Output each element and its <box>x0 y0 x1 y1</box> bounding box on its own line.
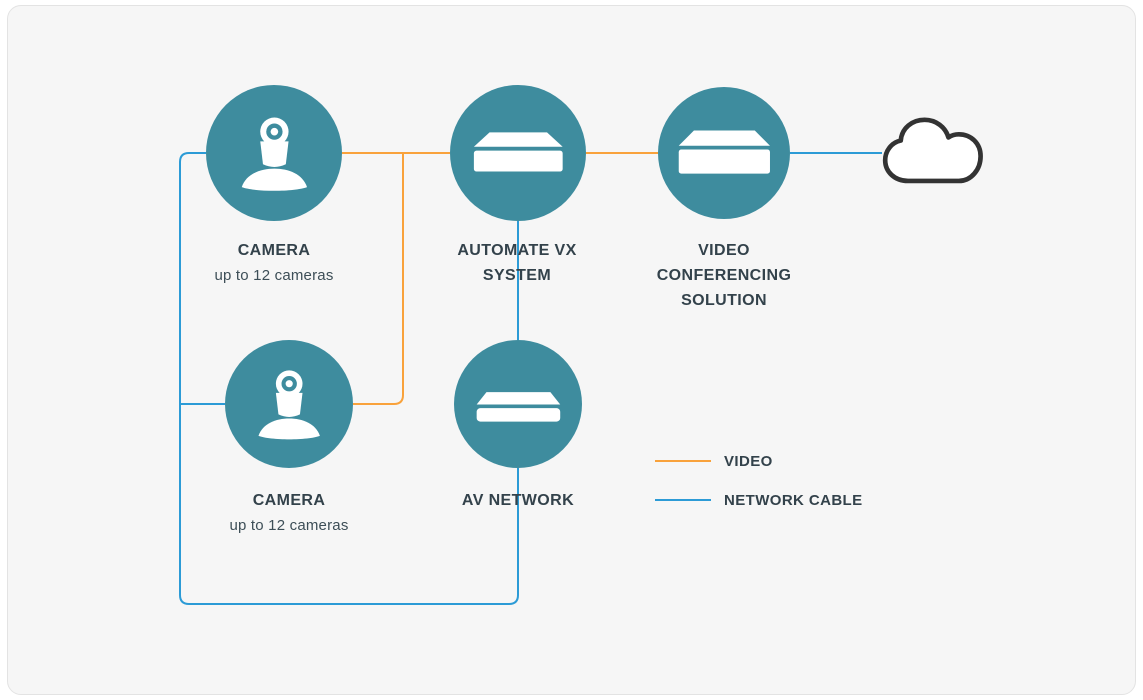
node-automate-vx <box>450 85 586 221</box>
node-av-network <box>454 340 582 468</box>
node-camera-2-label-block: CAMERA up to 12 cameras <box>179 488 399 538</box>
network-switch-icon <box>476 391 560 422</box>
legend-video-line-swatch <box>655 460 711 462</box>
legend-video-label: VIDEO <box>724 452 773 470</box>
legend-row-video: VIDEO <box>655 449 863 473</box>
node-automate-vx-label-block: AUTOMATE VX SYSTEM <box>442 238 592 288</box>
cloud-outline <box>882 117 983 184</box>
node-video-conferencing-label-block: VIDEO CONFERENCING SOLUTION <box>649 238 799 313</box>
node-video-conferencing-label: VIDEO CONFERENCING SOLUTION <box>656 242 792 309</box>
node-camera-2 <box>225 340 353 468</box>
node-camera-1-label-block: CAMERA up to 12 cameras <box>164 238 384 288</box>
legend-row-network-cable: NETWORK CABLE <box>655 488 863 512</box>
av-processor-box-icon <box>473 132 563 172</box>
legend-network-cable-label: NETWORK CABLE <box>724 491 863 509</box>
node-av-network-label: AV NETWORK <box>461 492 575 509</box>
codec-box-icon <box>678 130 770 174</box>
legend: VIDEO NETWORK CABLE <box>655 449 863 527</box>
legend-network-cable-line-swatch <box>655 499 711 501</box>
node-camera-2-label: CAMERA <box>252 492 326 509</box>
node-av-network-label-block: AV NETWORK <box>408 488 628 513</box>
node-camera-1-label: CAMERA <box>237 242 311 259</box>
ptz-camera-icon <box>241 117 307 191</box>
node-video-conferencing <box>658 87 790 219</box>
node-camera-1-sublabel: up to 12 cameras <box>214 267 334 284</box>
ptz-camera-icon <box>258 370 320 440</box>
node-camera-2-sublabel: up to 12 cameras <box>229 517 349 534</box>
node-automate-vx-label: AUTOMATE VX SYSTEM <box>457 242 577 284</box>
cloud-icon <box>880 114 992 194</box>
node-camera-1 <box>206 85 342 221</box>
